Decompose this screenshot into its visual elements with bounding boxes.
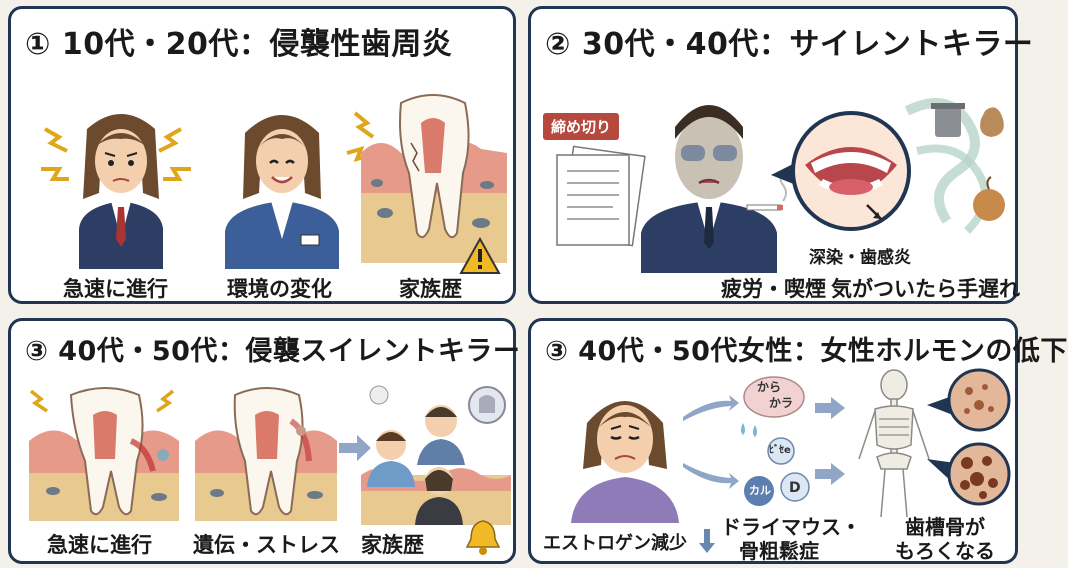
- label-becomes-fragile: もろくなる: [895, 539, 995, 563]
- arrow-to-skeleton-icon-2: [815, 463, 845, 485]
- deadline-tag: 締め切り: [543, 113, 620, 140]
- skeleton-illustration: [858, 369, 930, 518]
- label-family-history: 家族歴: [361, 533, 424, 557]
- label-rapid-progress: 急速に進行: [47, 533, 152, 557]
- label-environment-change: 環境の変化: [227, 277, 332, 301]
- label-alveolar-bone: 歯槽骨が: [905, 515, 985, 539]
- mouth-closeup-illustration: [771, 111, 911, 231]
- bubble-text-line1: から: [757, 380, 782, 394]
- label-fatigue-smoking: 疲労・喫煙: [721, 277, 826, 301]
- warning-triangle-icon: [459, 236, 501, 274]
- inflamed-tooth-illustration: [29, 387, 179, 521]
- bad-breath-illustration: [904, 98, 1005, 234]
- panel-title: ③ 40代・50代：侵襲スイレントキラー: [25, 336, 521, 367]
- bell-icon: [465, 520, 501, 555]
- smiling-worker-illustration: [225, 115, 339, 269]
- label-family-history: 家族歴: [399, 277, 462, 301]
- panel-teens-twenties: ① 10代・20代：侵襲性歯周炎: [8, 6, 516, 304]
- arrow-osteoporosis-icon: [683, 463, 739, 489]
- menopausal-woman-illustration: [571, 401, 679, 523]
- label-too-late: 気がついたら手遅れ: [831, 277, 1020, 301]
- arrow-to-skeleton-icon-1: [815, 397, 845, 419]
- worried-student-illustration: [41, 114, 191, 269]
- documents-illustration: [556, 145, 646, 247]
- bone-closeup-top-illustration: [927, 368, 1011, 432]
- label-rapid-progress: 急速に進行: [63, 277, 168, 301]
- water-drop-icon: [741, 423, 757, 437]
- label-genetics-stress: 遺伝・ストレス: [193, 533, 340, 557]
- pill-label-2: カル: [749, 484, 771, 497]
- damaged-tooth-illustration: [346, 94, 507, 263]
- panel-forties-fifties: ③ 40代・50代：侵襲スイレントキラー: [8, 318, 520, 564]
- panel-title: ① 10代・20代：侵襲性歯周炎: [25, 27, 453, 62]
- genetic-tooth-illustration: [195, 387, 337, 521]
- label-dry-mouth: ドライマウス・: [721, 515, 861, 539]
- arrow-right-icon: [339, 435, 371, 461]
- family-illustration: [361, 385, 511, 525]
- label-osteoporosis: 骨粗鬆症: [739, 539, 819, 563]
- panel-title: ③ 40代・50代女性：女性ホルモンの低下: [545, 336, 1068, 367]
- pill-label-1: ﾋﾞｾe: [769, 445, 791, 456]
- arrow-down-icon: [699, 529, 715, 553]
- panel-title: ② 30代・40代：サイレントキラー: [545, 27, 1034, 62]
- bone-closeup-bottom-illustration: [927, 442, 1011, 506]
- pill-label-3: D: [789, 480, 801, 496]
- arrow-dry-mouth-icon: [683, 395, 739, 421]
- mouth-condition-label: 深染・歯感炎: [809, 248, 911, 268]
- panel-thirties-forties: ② 30代・40代：サイレントキラー 締め切り: [528, 6, 1033, 304]
- bubble-text-line2: かラ: [769, 396, 794, 410]
- tired-smoker-illustration: [641, 105, 787, 273]
- label-estrogen-decrease: エストロゲン減少: [543, 533, 687, 554]
- speech-bubble-dry-icon: [743, 376, 805, 418]
- nutrient-pills-icon: [744, 437, 810, 506]
- panel-women-forties-fifties: ③ 40代・50代女性：女性ホルモンの低下 から かラ ﾋﾞｾe カル D: [528, 318, 1067, 564]
